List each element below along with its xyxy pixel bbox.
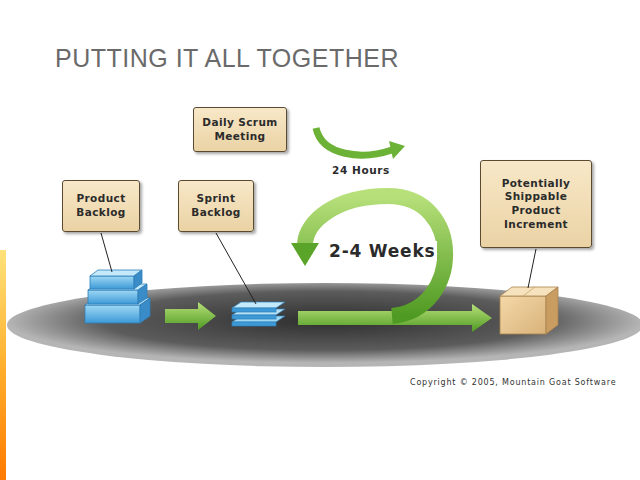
flow-arrow (165, 302, 216, 330)
daily-arrow (316, 128, 392, 155)
box-label: Daily Scrum Meeting (199, 116, 281, 143)
duration-label: 24 Hours (330, 164, 392, 176)
callout-box: Sprint Backlog (178, 180, 254, 232)
box-label: Product Backlog (68, 192, 134, 219)
box-label: Potentially Shippable Product Increment (486, 177, 586, 232)
cardboard-box (500, 287, 558, 334)
leader-line (101, 233, 112, 272)
box-label: Sprint Backlog (184, 192, 248, 219)
accent-bar (0, 250, 6, 480)
copyright-note: Copyright © 2005, Mountain Goat Software (408, 378, 618, 387)
floor-ellipse (7, 283, 640, 367)
leader-line (528, 249, 536, 288)
loop-arrowhead (291, 243, 319, 266)
duration-label: 2-4 Weeks (327, 241, 437, 261)
callout-box: Daily Scrum Meeting (193, 107, 287, 152)
product-backlog-blocks (85, 270, 150, 323)
callout-box: Potentially Shippable Product Increment (480, 160, 592, 248)
slide-title: PUTTING IT ALL TOGETHER (55, 44, 399, 73)
sprint-loop (305, 196, 445, 316)
callout-box: Product Backlog (62, 180, 140, 232)
daily-arrowhead (389, 141, 405, 159)
sprint-backlog-sheets (232, 302, 285, 326)
leader-line (216, 233, 256, 304)
